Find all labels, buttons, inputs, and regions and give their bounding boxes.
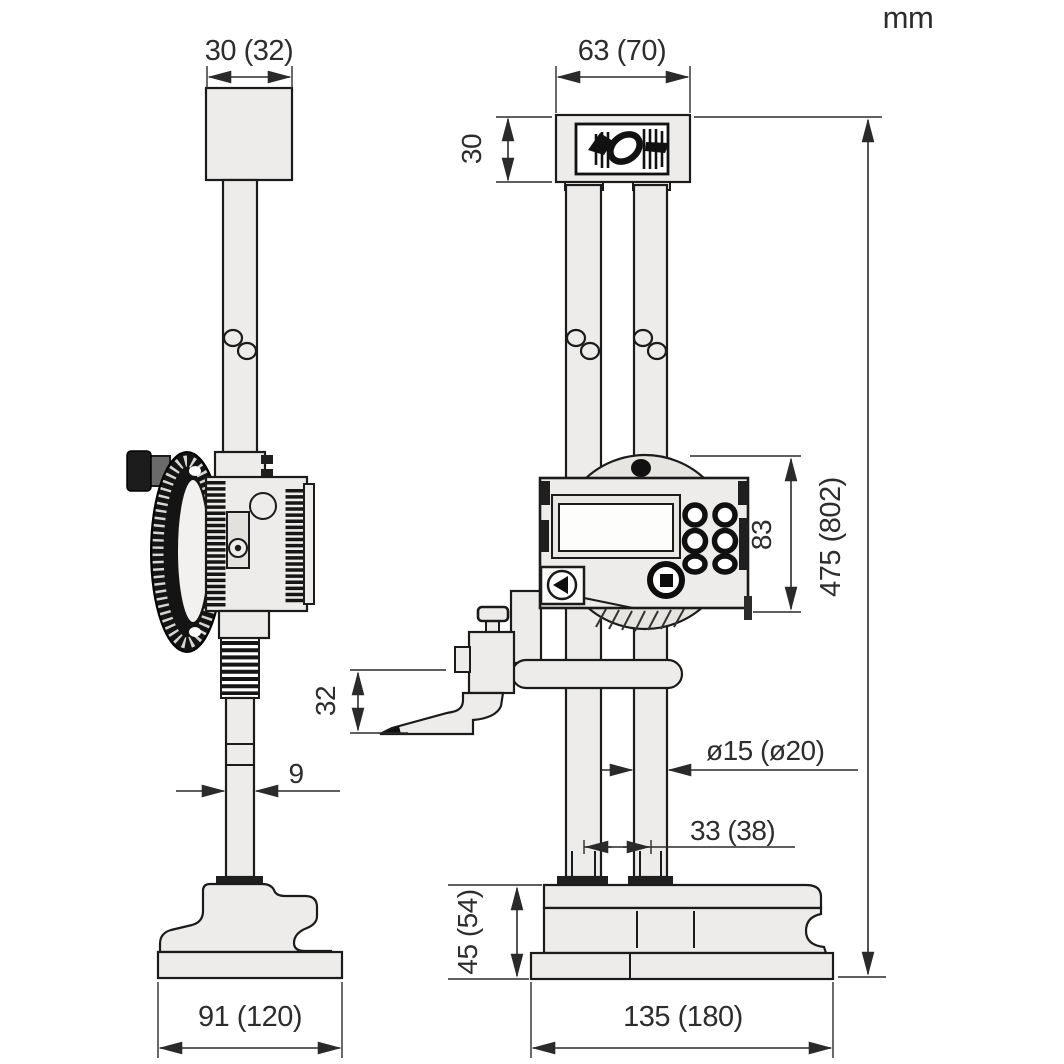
scriber-assembly xyxy=(379,605,516,736)
side-tab xyxy=(744,596,752,620)
button-icon xyxy=(712,502,738,528)
power-button xyxy=(647,561,685,599)
left-triangle-icon xyxy=(553,576,568,594)
scriber-tip xyxy=(380,726,401,734)
side-lower-column xyxy=(217,609,271,879)
base-plate xyxy=(529,951,835,981)
button-icon xyxy=(711,527,739,555)
base-body xyxy=(542,906,828,955)
front-view xyxy=(379,113,835,981)
button-icon xyxy=(682,502,708,528)
arrow-key xyxy=(539,565,586,606)
side-column xyxy=(221,178,259,457)
base-profile xyxy=(158,882,333,954)
dim-label-total-height: 475 (802) xyxy=(815,477,847,597)
dim-label-slider-height: 83 xyxy=(746,520,777,550)
dim-label-scriber-height: 32 xyxy=(310,686,341,716)
wheel-hub xyxy=(631,459,651,477)
clamp-step xyxy=(454,646,471,673)
base-top-plate xyxy=(542,883,823,910)
shaft-hole xyxy=(249,492,277,520)
dim-label-column-diameter: ø15 (ø20) xyxy=(706,735,824,766)
lcd-screen xyxy=(558,503,674,552)
dim-label-top-block-height: 30 xyxy=(456,134,487,164)
slider-body-side xyxy=(204,475,315,613)
dim-label-column-spacing: 33 (38) xyxy=(690,815,775,846)
dim-label-top-block-depth: 30 (32) xyxy=(205,35,293,67)
break-symbol-icon xyxy=(565,328,668,361)
button-icon xyxy=(681,527,709,555)
base-plate xyxy=(156,950,344,980)
thumb-screw xyxy=(476,605,510,623)
side-view xyxy=(126,86,344,980)
clamp-screw-icon xyxy=(261,455,273,464)
dim-label-base-height: 45 (54) xyxy=(452,889,483,974)
column-mount xyxy=(557,876,608,885)
button-icon xyxy=(712,553,738,575)
column-mount xyxy=(628,876,673,885)
top-block-icon xyxy=(574,122,670,176)
side-collar xyxy=(213,450,267,480)
dimension-annotations: 30 (32) 63 (70) 30 475 (802) 83 32 9 xyxy=(157,0,934,1058)
dim-label-slot-width: 9 xyxy=(288,758,303,789)
keypad-buttons xyxy=(681,502,739,575)
unit-label: mm xyxy=(883,0,934,35)
dim-label-base-width: 135 (180) xyxy=(623,1001,743,1033)
column-mount xyxy=(216,876,263,885)
side-base xyxy=(156,876,344,980)
dim-label-base-depth: 91 (120) xyxy=(198,1001,302,1033)
display-unit xyxy=(538,476,752,620)
square-icon xyxy=(660,574,673,587)
front-base xyxy=(529,876,835,981)
scriber-clamp xyxy=(467,630,516,695)
button-icon xyxy=(682,553,708,575)
clamp-screw-icon xyxy=(261,469,273,478)
break-symbol-icon xyxy=(222,328,258,361)
side-top-block xyxy=(204,86,294,182)
dim-label-top-block-width: 63 (70) xyxy=(578,35,666,67)
